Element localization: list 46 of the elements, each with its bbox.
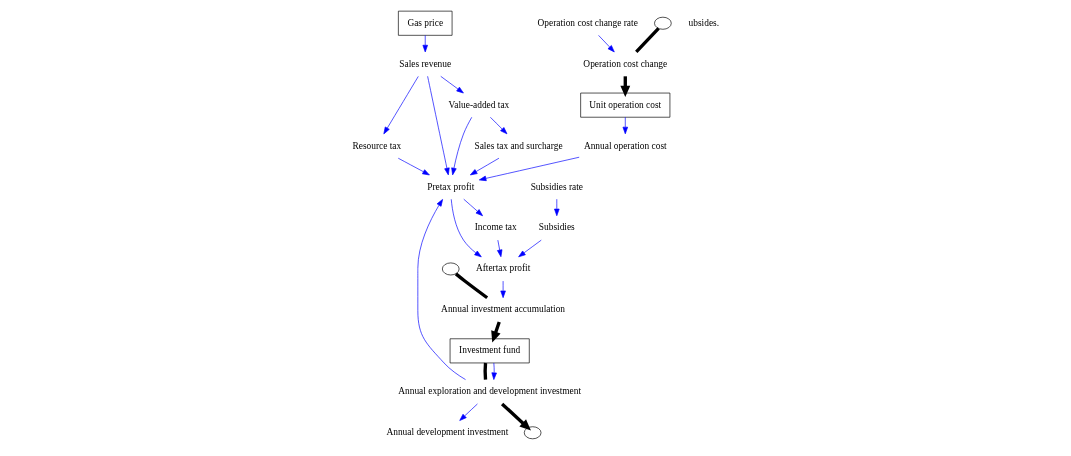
node-text: Operation cost change [582, 58, 667, 69]
arrow [597, 35, 615, 53]
arrow [450, 116, 472, 176]
node-box: Unit operation cost [579, 92, 670, 118]
node-text: Annual investment accumulation [440, 304, 565, 315]
arrow [478, 156, 580, 182]
arrow [500, 402, 531, 431]
node-text: Value-added tax [448, 99, 509, 110]
node-cloud [441, 262, 459, 276]
node-text: Aftertax profit [475, 263, 530, 274]
node-cloud [653, 16, 672, 30]
arrow [417, 199, 466, 380]
connector [454, 272, 488, 300]
node-text: Operation cost change rate [537, 17, 638, 28]
arrow [622, 116, 628, 135]
arrow [422, 35, 428, 53]
arrow [439, 76, 464, 94]
arrow [489, 116, 507, 135]
arrow [499, 280, 506, 298]
arrow [450, 198, 482, 258]
node-cloud [523, 426, 541, 440]
arrow [469, 157, 499, 176]
arrow [491, 362, 497, 380]
arrow [553, 198, 559, 217]
arrow [517, 239, 542, 258]
arrow [426, 75, 450, 176]
node-text: Sales tax and surcharge [474, 140, 563, 151]
node-text: Annual operation cost [583, 140, 667, 151]
node-text: Pretax profit [426, 181, 474, 192]
node-text: Annual exploration and development investment [397, 386, 581, 397]
node-text: Subsidies [538, 222, 575, 233]
arrow [458, 403, 478, 421]
node-text: Sales revenue [398, 58, 451, 69]
node-text: Income tax [474, 222, 517, 233]
node-text: Resource tax [352, 140, 401, 151]
connector [634, 27, 660, 54]
arrow [397, 157, 430, 176]
node-box: Gas price [397, 10, 452, 36]
arrow [462, 198, 483, 217]
label: ubsides. [688, 17, 719, 28]
node-text: Subsidies rate [530, 181, 583, 192]
connector [482, 362, 487, 380]
arrow [382, 76, 419, 135]
node-text: Annual development investment [385, 427, 508, 438]
node-box: Investment fund [449, 338, 530, 364]
arrow [496, 239, 502, 258]
